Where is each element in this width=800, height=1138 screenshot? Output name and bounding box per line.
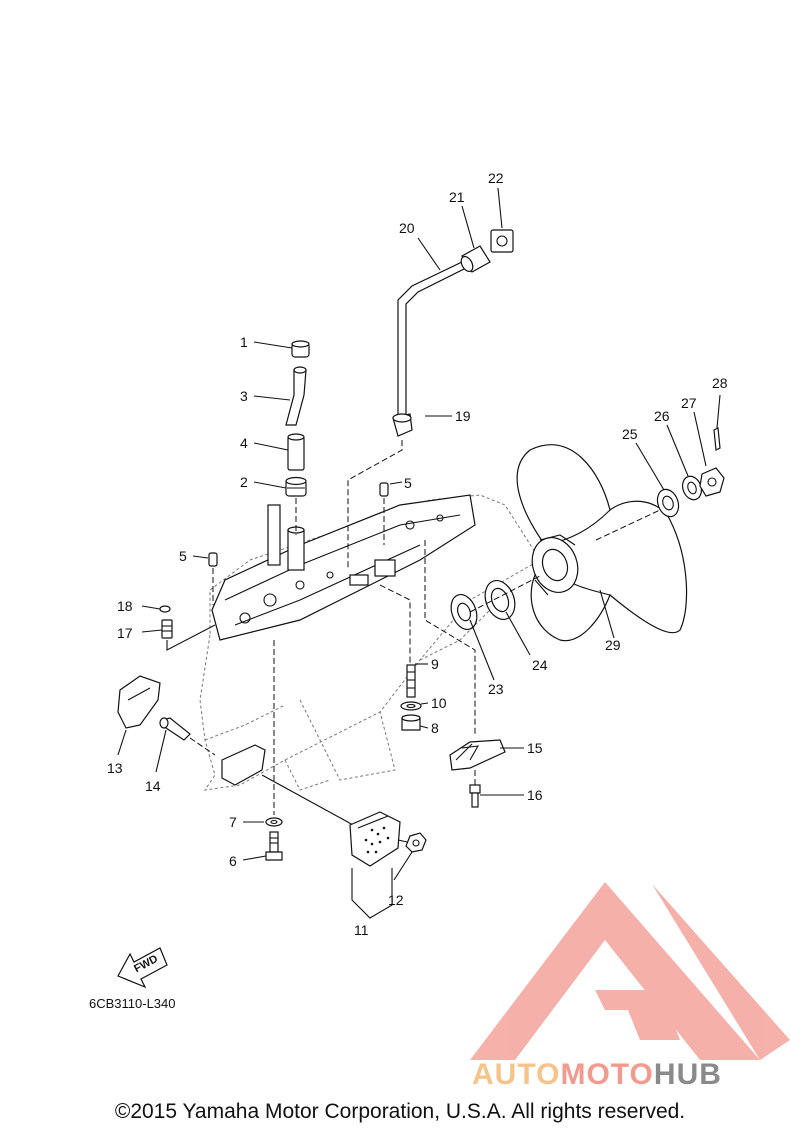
part-4-seal [287, 433, 305, 471]
callout-24: 24 [532, 657, 548, 673]
part-19-grommet [392, 413, 413, 437]
part-28-cotter-pin [713, 427, 721, 451]
part-16-bolt [469, 784, 481, 808]
callout-18: 18 [117, 598, 133, 614]
part-14-bolt [159, 717, 191, 741]
drawing-code: 6CB3110-L340 [89, 996, 176, 1011]
callout-14: 14 [145, 778, 161, 794]
callout-12: 12 [388, 892, 404, 908]
part-29-propeller [516, 444, 688, 642]
part-5-dowel-pin-a [379, 482, 389, 497]
watermark-auto: AUTO [472, 1058, 561, 1091]
callout-8: 8 [431, 720, 439, 736]
part-11-anode [349, 811, 401, 867]
callout-25: 25 [622, 426, 638, 442]
part-6-bolt [265, 831, 283, 861]
part-18-o-ring [159, 605, 171, 613]
callout-2: 2 [240, 474, 248, 490]
callout-17: 17 [117, 625, 133, 641]
callout-5a: 5 [404, 475, 412, 491]
part-24-thrust-washer [484, 580, 516, 620]
callout-23: 23 [488, 681, 504, 697]
watermark-moto: MOTO [560, 1058, 654, 1091]
callout-22: 22 [488, 170, 504, 186]
callout-27: 27 [681, 395, 697, 411]
part-9-stud [406, 664, 416, 698]
callout-26: 26 [654, 408, 670, 424]
callout-13: 13 [107, 760, 123, 776]
part-23-spacer [450, 593, 478, 631]
part-25-spacer [656, 488, 680, 518]
callout-numbers: 1 2 3 4 5 5 6 7 8 9 10 11 12 13 14 15 16… [107, 170, 728, 938]
callout-9: 9 [431, 656, 439, 672]
callout-16: 16 [527, 787, 543, 803]
part-17-screw [161, 619, 173, 639]
part-7-washer [265, 817, 283, 827]
leader-lines [117, 187, 721, 881]
part-5-dowel-pin-b [208, 552, 218, 567]
gear-case-top-flange [211, 494, 476, 641]
callout-11: 11 [354, 922, 369, 938]
part-10-washer [400, 701, 422, 711]
part-22-clip [490, 229, 514, 253]
callout-1: 1 [240, 334, 248, 350]
watermark-text: AUTOMOTOHUB [472, 1058, 722, 1092]
callout-21: 21 [449, 189, 465, 205]
part-21-bushing [460, 245, 491, 273]
fwd-arrow: FWD [117, 947, 168, 989]
part-8-nut [401, 714, 421, 731]
casing-anode-mount [221, 744, 266, 786]
part-15-trim-tab [449, 739, 506, 771]
callout-6: 6 [229, 853, 237, 869]
callout-5b: 5 [179, 548, 187, 564]
callout-4: 4 [240, 435, 248, 451]
bracket-11-12 [351, 868, 393, 919]
part-27-propeller-nut [699, 467, 725, 497]
part-2-grommet [285, 476, 307, 497]
callout-7: 7 [229, 814, 237, 830]
callout-3: 3 [240, 388, 248, 404]
callout-28: 28 [712, 375, 728, 391]
watermark-hub: HUB [653, 1058, 722, 1091]
part-1-grommet [291, 340, 310, 358]
callout-15: 15 [527, 740, 543, 756]
part-20-shift-rod [397, 261, 467, 421]
callout-20: 20 [399, 220, 415, 236]
part-12-nut [405, 832, 427, 853]
assembly-line-shift-rod [347, 440, 403, 570]
callout-19: 19 [455, 408, 471, 424]
watermark-logo [470, 882, 790, 1060]
callout-29: 29 [605, 637, 621, 653]
copyright-notice: ©2015 Yamaha Motor Corporation, U.S.A. A… [114, 1100, 686, 1123]
part-13-cover [117, 675, 161, 729]
callout-10: 10 [431, 695, 447, 711]
part-3-water-tube [285, 366, 307, 426]
